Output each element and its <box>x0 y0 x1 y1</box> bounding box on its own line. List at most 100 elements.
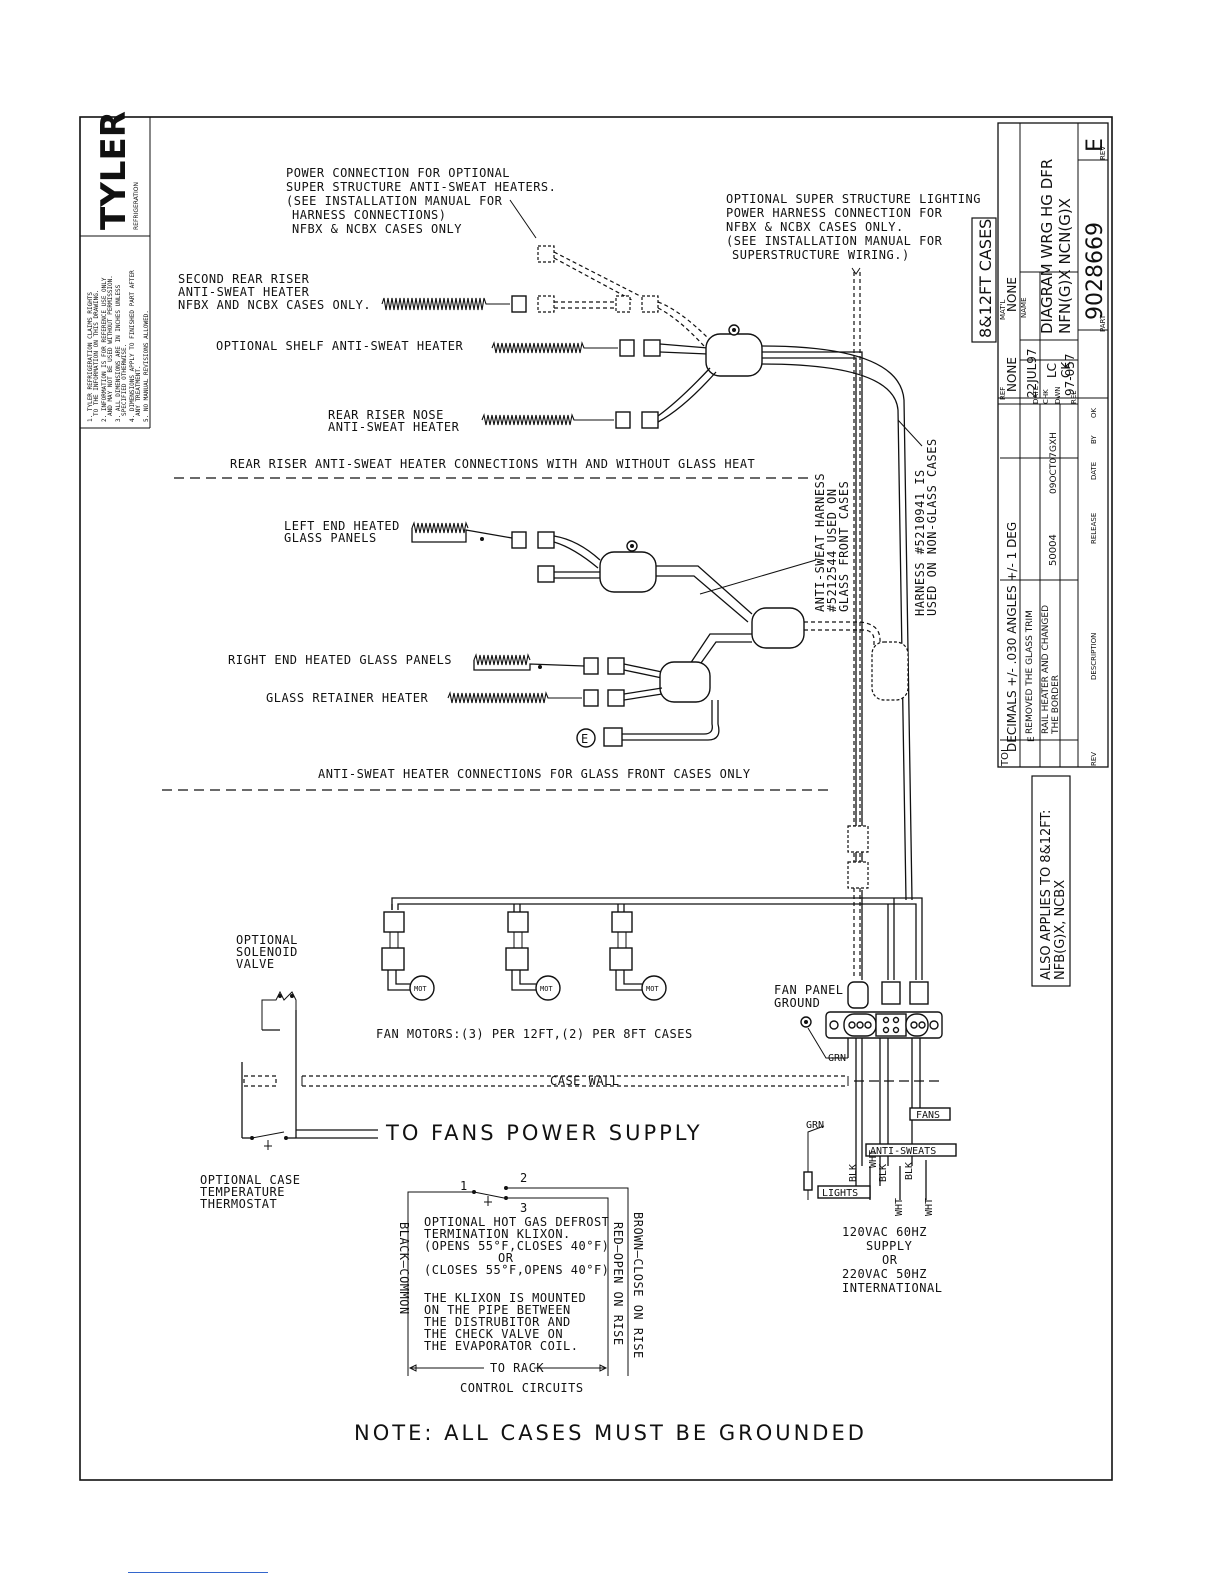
klixon-section: 1 2 3 OPTIONAL HOT GAS DEFROST TERMINATI… <box>397 1171 645 1395</box>
bottom-link-underline <box>128 1572 268 1573</box>
svg-text:ANTI-SWEAT HEATER CONNECTIONS: ANTI-SWEAT HEATER CONNECTIONS FOR GLASS … <box>318 767 751 781</box>
svg-text:SUPPLY: SUPPLY <box>866 1239 913 1253</box>
tolerance: DECIMALS +/- .030 ANGLES +/- 1 DEG <box>1005 522 1019 752</box>
svg-text:REV: REV <box>1099 146 1107 160</box>
svg-text:DATE: DATE <box>1032 386 1040 404</box>
also-applies-1: ALSO APPLIES TO 8&12FT: <box>1039 810 1054 980</box>
svg-text:120VAC 60HZ: 120VAC 60HZ <box>842 1225 927 1239</box>
logo-sub: REFRIGERATION <box>133 182 140 230</box>
drawing-border <box>79 116 1113 1481</box>
svg-text:AND MAY NOT BE USED WITHOUT PE: AND MAY NOT BE USED WITHOUT PERMISSION. <box>107 275 114 416</box>
svg-text:MOT: MOT <box>414 985 427 993</box>
svg-text:3: 3 <box>520 1201 528 1215</box>
svg-text:BROWN—CLOSE ON RISE: BROWN—CLOSE ON RISE <box>631 1212 645 1359</box>
change-release: 50004 <box>1048 534 1059 566</box>
svg-text:RIGHT END HEATED GLASS PANELS: RIGHT END HEATED GLASS PANELS <box>228 653 452 667</box>
right-title-block: 8&12FT CASES TOL DECIMALS +/- .030 ANGLE… <box>971 122 1109 987</box>
tol-label: TOL <box>1000 746 1011 767</box>
change-by: GXH <box>1049 432 1059 452</box>
svg-text:ANTI-SWEAT HEATER: ANTI-SWEAT HEATER <box>328 420 460 434</box>
svg-text:MOT: MOT <box>540 985 553 993</box>
ground-symbol-e <box>576 728 596 748</box>
svg-text:OR: OR <box>498 1251 514 1265</box>
dwn-value: LC <box>1045 363 1059 378</box>
svg-text:ANTI-SWEAT HEATER: ANTI-SWEAT HEATER <box>178 285 310 299</box>
svg-text:2: 2 <box>520 1171 528 1185</box>
fan-motor-2 <box>535 975 561 1001</box>
svg-text:MOT: MOT <box>646 985 659 993</box>
svg-text:HARNESS CONNECTIONS): HARNESS CONNECTIONS) <box>292 208 447 222</box>
svg-text:REV: REV <box>1090 752 1098 766</box>
change-desc-3: THE BORDER <box>1051 675 1061 735</box>
svg-text:SUPERSTRUCTURE WIRING.): SUPERSTRUCTURE WIRING.) <box>732 248 910 262</box>
svg-text:SUPER STRUCTURE ANTI-SWEAT HEA: SUPER STRUCTURE ANTI-SWEAT HEATERS. <box>286 180 556 194</box>
logo-text: TYLER <box>94 111 134 230</box>
svg-text:NFBX & NCBX CASES ONLY.: NFBX & NCBX CASES ONLY. <box>726 220 904 234</box>
svg-text:TEMPERATURE: TEMPERATURE <box>200 1185 285 1199</box>
svg-text:BLK: BLK <box>878 1164 889 1182</box>
change-rev: E <box>1027 736 1037 742</box>
also-applies-2: NFB(G)X, NCBX <box>1053 880 1068 980</box>
svg-text:BY: BY <box>1090 435 1098 444</box>
svg-text:RED—OPEN ON RISE: RED—OPEN ON RISE <box>611 1222 625 1346</box>
svg-text:TERMINATION KLIXON.: TERMINATION KLIXON. <box>424 1227 571 1241</box>
svg-text:DATE: DATE <box>1090 462 1098 480</box>
svg-text:RELEASE: RELEASE <box>1090 513 1098 544</box>
to-fans-power: TO FANS POWER SUPPLY <box>385 1121 703 1145</box>
svg-text:(SEE INSTALLATION MANUAL FOR: (SEE INSTALLATION MANUAL FOR <box>726 234 943 248</box>
svg-text:PART: PART <box>1099 314 1107 332</box>
svg-text:OPTIONAL SUPER STRUCTURE LIGHT: OPTIONAL SUPER STRUCTURE LIGHTING <box>726 192 981 206</box>
shelf-heater <box>491 341 618 354</box>
svg-text:DESCRIPTION: DESCRIPTION <box>1090 633 1098 680</box>
svg-text:GLASS PANELS: GLASS PANELS <box>284 531 377 545</box>
svg-text:NFBX AND NCBX CASES ONLY.: NFBX AND NCBX CASES ONLY. <box>178 298 371 312</box>
svg-text:CONTROL CIRCUITS: CONTROL CIRCUITS <box>460 1381 584 1395</box>
svg-text:BLACK—COMMON: BLACK—COMMON <box>397 1222 411 1315</box>
svg-text:FAN MOTORS:(3) PER 12FT,(2) PE: FAN MOTORS:(3) PER 12FT,(2) PER 8FT CASE… <box>376 1027 693 1041</box>
harness-junction-4 <box>659 661 711 703</box>
svg-text:SECOND REAR RISER: SECOND REAR RISER <box>178 272 310 286</box>
drawing-name-2: NFN(G)X NCN(G)X <box>1056 198 1074 334</box>
svg-text:FANS: FANS <box>916 1110 940 1121</box>
svg-text:USED ON NON-GLASS CASES: USED ON NON-GLASS CASES <box>925 438 939 616</box>
svg-text:LEFT END HEATED: LEFT END HEATED <box>284 519 400 533</box>
svg-text:OPTIONAL HOT GAS DEFROST: OPTIONAL HOT GAS DEFROST <box>424 1215 609 1229</box>
svg-text:OR: OR <box>882 1253 898 1267</box>
svg-text:BLK: BLK <box>848 1164 859 1182</box>
svg-text:ANY TREATMENT.: ANY TREATMENT. <box>135 365 142 416</box>
grounding-note: NOTE: ALL CASES MUST BE GROUNDED <box>354 1421 867 1445</box>
fan-motor-1 <box>409 975 435 1001</box>
svg-text:REAR RISER NOSE: REAR RISER NOSE <box>328 408 444 422</box>
svg-text:GRN: GRN <box>828 1053 846 1064</box>
connector <box>511 295 527 313</box>
svg-text:BLK: BLK <box>904 1162 915 1180</box>
svg-text:POWER HARNESS CONNECTION FOR: POWER HARNESS CONNECTION FOR <box>726 206 943 220</box>
glass-heater-section: LEFT END HEATED GLASS PANELS RIGHT END H… <box>162 519 909 791</box>
svg-text:WHT: WHT <box>894 1198 905 1216</box>
rear-riser-section: POWER CONNECTION FOR OPTIONAL SUPER STRU… <box>174 166 981 901</box>
svg-text:THE EVAPORATOR COIL.: THE EVAPORATOR COIL. <box>424 1339 579 1353</box>
ref-value: NONE <box>1005 357 1019 392</box>
second-riser-heater <box>381 297 510 311</box>
svg-text:MAT'L: MAT'L <box>999 300 1007 320</box>
svg-text:REF: REF <box>999 387 1007 400</box>
svg-text:(CLOSES 55°F,OPENS 40°F): (CLOSES 55°F,OPENS 40°F) <box>424 1263 609 1277</box>
svg-text:VALVE: VALVE <box>236 957 275 971</box>
revision: E <box>1083 138 1108 152</box>
change-desc-1: REMOVED THE GLASS TRIM <box>1025 610 1035 734</box>
svg-text:INTERNATIONAL: INTERNATIONAL <box>842 1281 942 1295</box>
svg-text:5. NO MANUAL REVISIONS ALLOWED: 5. NO MANUAL REVISIONS ALLOWED. <box>143 310 150 422</box>
svg-text:GLASS RETAINER HEATER: GLASS RETAINER HEATER <box>266 691 428 705</box>
svg-text:REL: REL <box>1070 391 1078 404</box>
change-desc-2: RAIL HEATER AND CHANGED <box>1041 605 1051 734</box>
fan-section: MOT MOT MOT FAN MOTORS:(3) PER 12FT,(2) … <box>200 825 957 1295</box>
svg-text:TO RACK: TO RACK <box>490 1361 544 1375</box>
svg-text:(SEE INSTALLATION MANUAL FOR: (SEE INSTALLATION MANUAL FOR <box>286 194 503 208</box>
svg-text:DWN: DWN <box>1054 386 1062 404</box>
svg-text:1. TYLER REFRIGERATION CLAIMS: 1. TYLER REFRIGERATION CLAIMS RIGHTS <box>87 292 94 422</box>
svg-text:GLASS FRONT CASES: GLASS FRONT CASES <box>837 481 851 612</box>
harness-junction-2 <box>599 551 657 593</box>
svg-text:CHK: CHK <box>1042 389 1050 404</box>
svg-text:THERMOSTAT: THERMOSTAT <box>200 1197 277 1211</box>
